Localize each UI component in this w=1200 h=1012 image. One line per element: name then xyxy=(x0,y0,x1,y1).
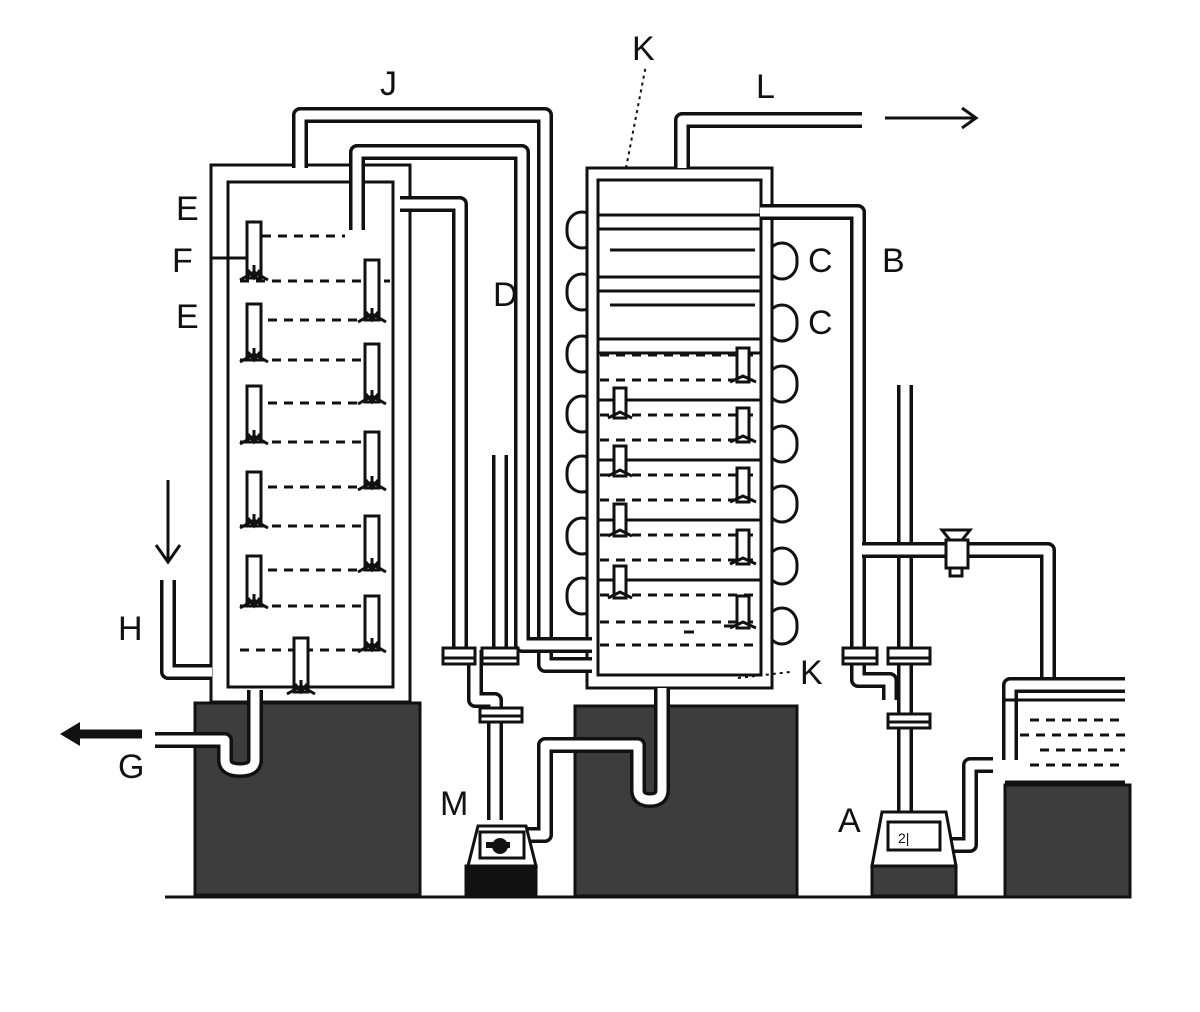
label-K-lower: K xyxy=(800,654,823,692)
label-C-upper: C xyxy=(808,242,833,280)
middle-tank xyxy=(573,704,799,898)
label-E-lower: E xyxy=(176,298,199,336)
label-A: A xyxy=(838,802,861,840)
tap-valve-icon xyxy=(938,528,974,578)
label-C-lower: C xyxy=(808,304,833,342)
label-D: D xyxy=(493,276,518,314)
label-M: M xyxy=(440,785,468,823)
pump-a: 2| xyxy=(870,810,958,898)
label-B: B xyxy=(882,242,905,280)
pipework xyxy=(155,107,1125,853)
diagram-labels: J K L E F E C C B D H G K M A xyxy=(118,30,905,840)
label-K-top: K xyxy=(632,30,655,68)
label-E-upper: E xyxy=(176,190,199,228)
flow-arrows xyxy=(60,106,979,746)
right-column xyxy=(565,64,799,690)
left-tank xyxy=(193,701,422,897)
left-column xyxy=(209,163,412,704)
pump-m xyxy=(464,824,538,898)
label-J: J xyxy=(380,65,397,103)
label-H: H xyxy=(118,610,143,648)
label-G: G xyxy=(118,748,144,786)
label-F: F xyxy=(172,242,193,280)
right-tank xyxy=(1003,698,1132,899)
label-L: L xyxy=(756,68,775,106)
svg-text:2|: 2| xyxy=(898,830,909,846)
pipe-flanges xyxy=(441,646,932,730)
